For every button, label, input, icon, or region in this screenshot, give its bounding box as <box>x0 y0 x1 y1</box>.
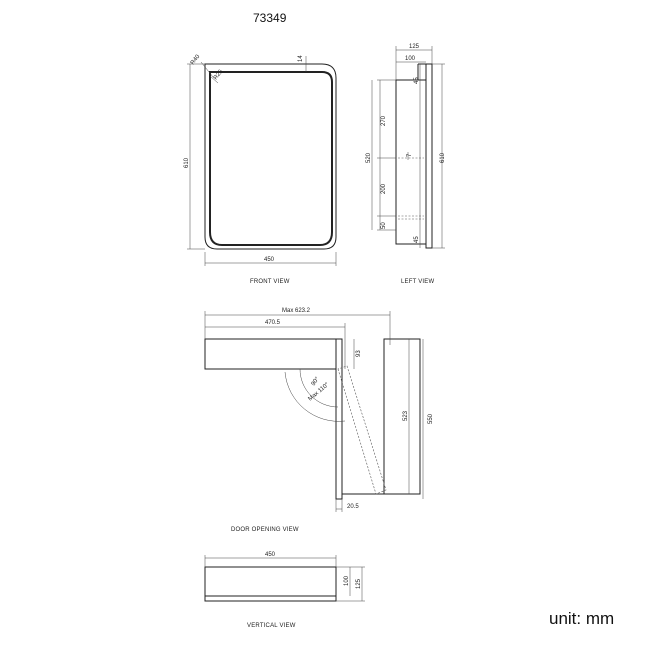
unit-label: unit: mm <box>549 609 614 628</box>
dim-20-5-label: 20.5 <box>347 504 359 510</box>
front-outer-frame <box>204 63 337 250</box>
vertical-view-caption: VERTICAL VIEW <box>247 623 296 629</box>
left-overall-label: 610 <box>440 152 446 163</box>
frame-width-label: 14 <box>298 55 304 62</box>
left-view-caption: LEFT VIEW <box>401 279 434 285</box>
offset-93-label: 93 <box>356 350 362 357</box>
dim-523-label: 523 <box>403 410 409 421</box>
front-view-caption: FRONT VIEW <box>250 279 290 285</box>
max-open-door <box>337 365 387 495</box>
radius-inner-label: R25 <box>213 68 225 81</box>
angle-arc-90 <box>299 368 339 408</box>
vertical-body <box>204 566 337 597</box>
front-width-label: 450 <box>264 257 275 263</box>
front-view: R40 R25 14 610 450 FRONT VIEW <box>184 53 337 285</box>
radius-inner-leader <box>209 75 219 84</box>
left-dim-45-top: 45 <box>414 77 420 84</box>
angle-90-label: 90° <box>311 376 321 387</box>
cabinet-side-plan <box>383 338 421 495</box>
open-door-panel <box>204 338 337 370</box>
vertical-125-label: 125 <box>356 578 362 589</box>
left-dim-50: 50 <box>381 222 387 229</box>
left-depth-body-label: 100 <box>405 56 416 62</box>
left-dim-7: 7 <box>407 153 413 157</box>
door-opening-caption: DOOR OPENING VIEW <box>231 527 299 533</box>
vertical-view: 450 100 125 VERTICAL VIEW <box>204 552 365 629</box>
angle-arc-110 <box>284 371 346 422</box>
vertical-door <box>204 595 337 602</box>
cabinet-body-plan <box>335 338 343 500</box>
left-dim-45-bottom: 45 <box>414 236 420 243</box>
front-mirror-edge <box>209 71 333 246</box>
left-dim-520: 520 <box>366 152 372 163</box>
front-height-label: 610 <box>184 157 190 168</box>
left-depth-total-label: 125 <box>409 44 420 50</box>
left-dim-270: 270 <box>381 115 387 126</box>
vertical-100-label: 100 <box>344 575 350 586</box>
vertical-width-label: 450 <box>265 552 276 558</box>
width-470-label: 470.5 <box>265 320 281 326</box>
max-width-label: Max 623.2 <box>282 308 311 314</box>
radius-outer-label: R40 <box>190 53 202 66</box>
model-number: 73349 <box>253 11 287 25</box>
left-dim-200: 200 <box>381 183 387 194</box>
left-body <box>395 79 427 245</box>
radius-outer-leader <box>200 61 214 78</box>
door-opening-view: 90° Max 110° Max 623.2 470.5 93 523 550 … <box>204 308 434 533</box>
dim-550-label: 550 <box>428 413 434 424</box>
left-view: 125 100 270 200 50 520 7 45 45 610 LEFT … <box>366 44 446 285</box>
left-frame-front <box>425 63 433 249</box>
